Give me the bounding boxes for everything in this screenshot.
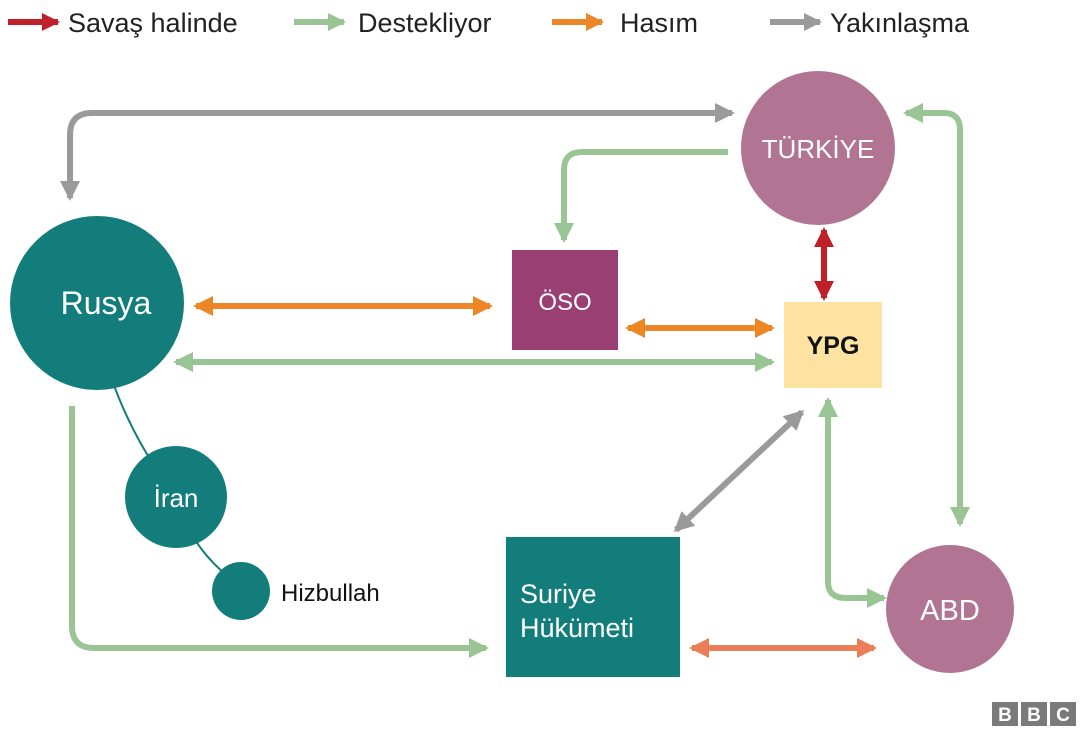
bbc-letter-1: B xyxy=(998,705,1012,726)
bbc-block-3 xyxy=(1050,702,1076,726)
arrow-turkiye-rusya xyxy=(60,103,735,201)
hizbullah-circle xyxy=(212,562,270,620)
legend-label-war: Savaş halinde xyxy=(68,8,238,38)
legend: Savaş halinde Destekliyor Hasım Yakınlaş… xyxy=(8,8,970,38)
suriye-label-line1: Suriye xyxy=(520,579,597,609)
legend-label-rapprochement: Yakınlaşma xyxy=(830,8,970,38)
legend-item-support: Destekliyor xyxy=(294,8,492,38)
legend-item-war: Savaş halinde xyxy=(8,8,238,38)
bbc-block-2 xyxy=(1021,702,1047,726)
turkiye-circle xyxy=(741,71,895,225)
node-turkiye: TÜRKİYE xyxy=(741,71,895,225)
legend-item-hostile: Hasım xyxy=(552,8,698,38)
connectors xyxy=(60,103,970,658)
abd-circle xyxy=(886,545,1014,673)
arrow-turkiye-oso xyxy=(554,149,728,243)
legend-item-rapprochement: Yakınlaşma xyxy=(770,8,970,38)
node-iran: İran xyxy=(125,446,227,548)
node-oso: ÖSO xyxy=(512,250,618,350)
suriye-box xyxy=(506,537,680,677)
node-suriye-hukumeti: Suriye Hükümeti xyxy=(506,537,680,677)
bbc-block-1 xyxy=(992,702,1018,726)
bbc-letter-2: B xyxy=(1027,705,1041,726)
abd-label: ABD xyxy=(920,595,980,627)
turkiye-label: TÜRKİYE xyxy=(762,134,875,164)
arrow-rusya-suriye xyxy=(69,406,489,658)
iran-label: İran xyxy=(154,483,199,513)
oso-label: ÖSO xyxy=(538,289,591,316)
rusya-circle xyxy=(10,216,184,390)
node-hizbullah: Hizbullah xyxy=(212,562,380,620)
iran-circle xyxy=(125,446,227,548)
legend-label-support: Destekliyor xyxy=(358,8,492,38)
bbc-letter-3: C xyxy=(1056,705,1070,726)
bbc-logo: B B C xyxy=(992,702,1076,726)
oso-box xyxy=(512,250,618,350)
ypg-label: YPG xyxy=(807,332,860,360)
suriye-label-line2: Hükümeti xyxy=(520,613,634,643)
node-rusya: Rusya xyxy=(10,216,184,390)
legend-label-hostile: Hasım xyxy=(620,8,698,38)
node-ypg: YPG xyxy=(784,302,882,388)
rusya-label: Rusya xyxy=(61,285,152,321)
ypg-box xyxy=(784,302,882,388)
arrow-suriye-ypg xyxy=(673,409,805,533)
arrow-abd-ypg xyxy=(818,397,887,608)
arrow-abd-turkiye xyxy=(903,103,970,527)
node-abd: ABD xyxy=(886,545,1014,673)
hizbullah-label: Hizbullah xyxy=(281,580,380,607)
